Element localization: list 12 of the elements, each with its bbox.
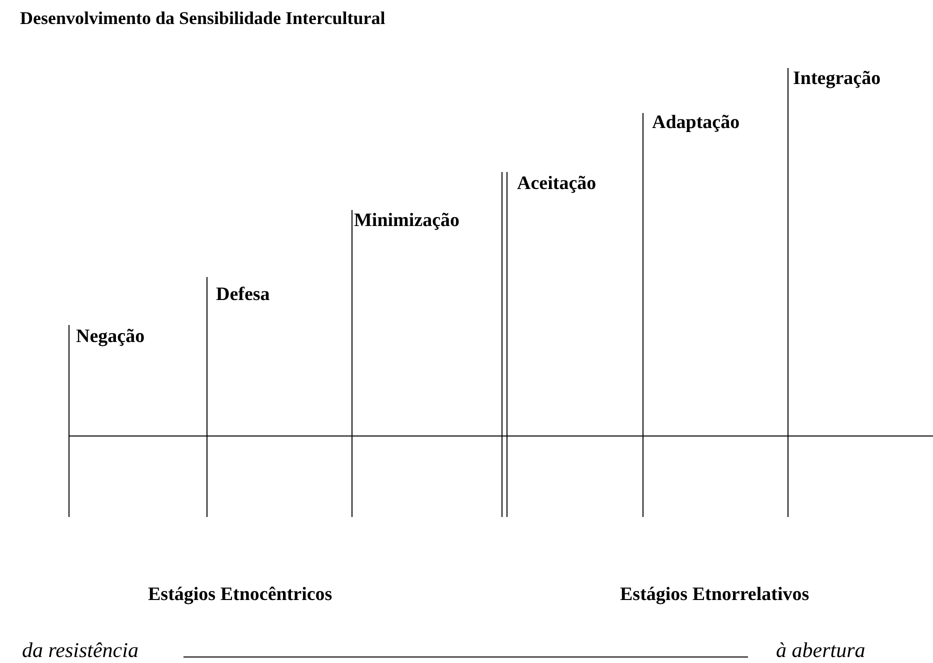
stage-label: Aceitação bbox=[517, 173, 596, 195]
stage-label: Integração bbox=[793, 68, 881, 90]
connector-line bbox=[182, 656, 748, 658]
stage-label: Negação bbox=[76, 326, 145, 348]
group-heading: Estágios Etnocêntricos bbox=[148, 584, 332, 606]
stage-label: Defesa bbox=[216, 284, 270, 306]
scale-end-label: da resistência bbox=[22, 638, 138, 663]
group-heading: Estágios Etnorrelativos bbox=[620, 584, 810, 606]
scale-end-label: à abertura bbox=[776, 638, 866, 663]
stage-label: Minimização bbox=[354, 210, 460, 232]
diagram-title: Desenvolvimento da Sensibilidade Intercultural bbox=[20, 8, 386, 29]
stage-label: Adaptação bbox=[652, 112, 740, 134]
